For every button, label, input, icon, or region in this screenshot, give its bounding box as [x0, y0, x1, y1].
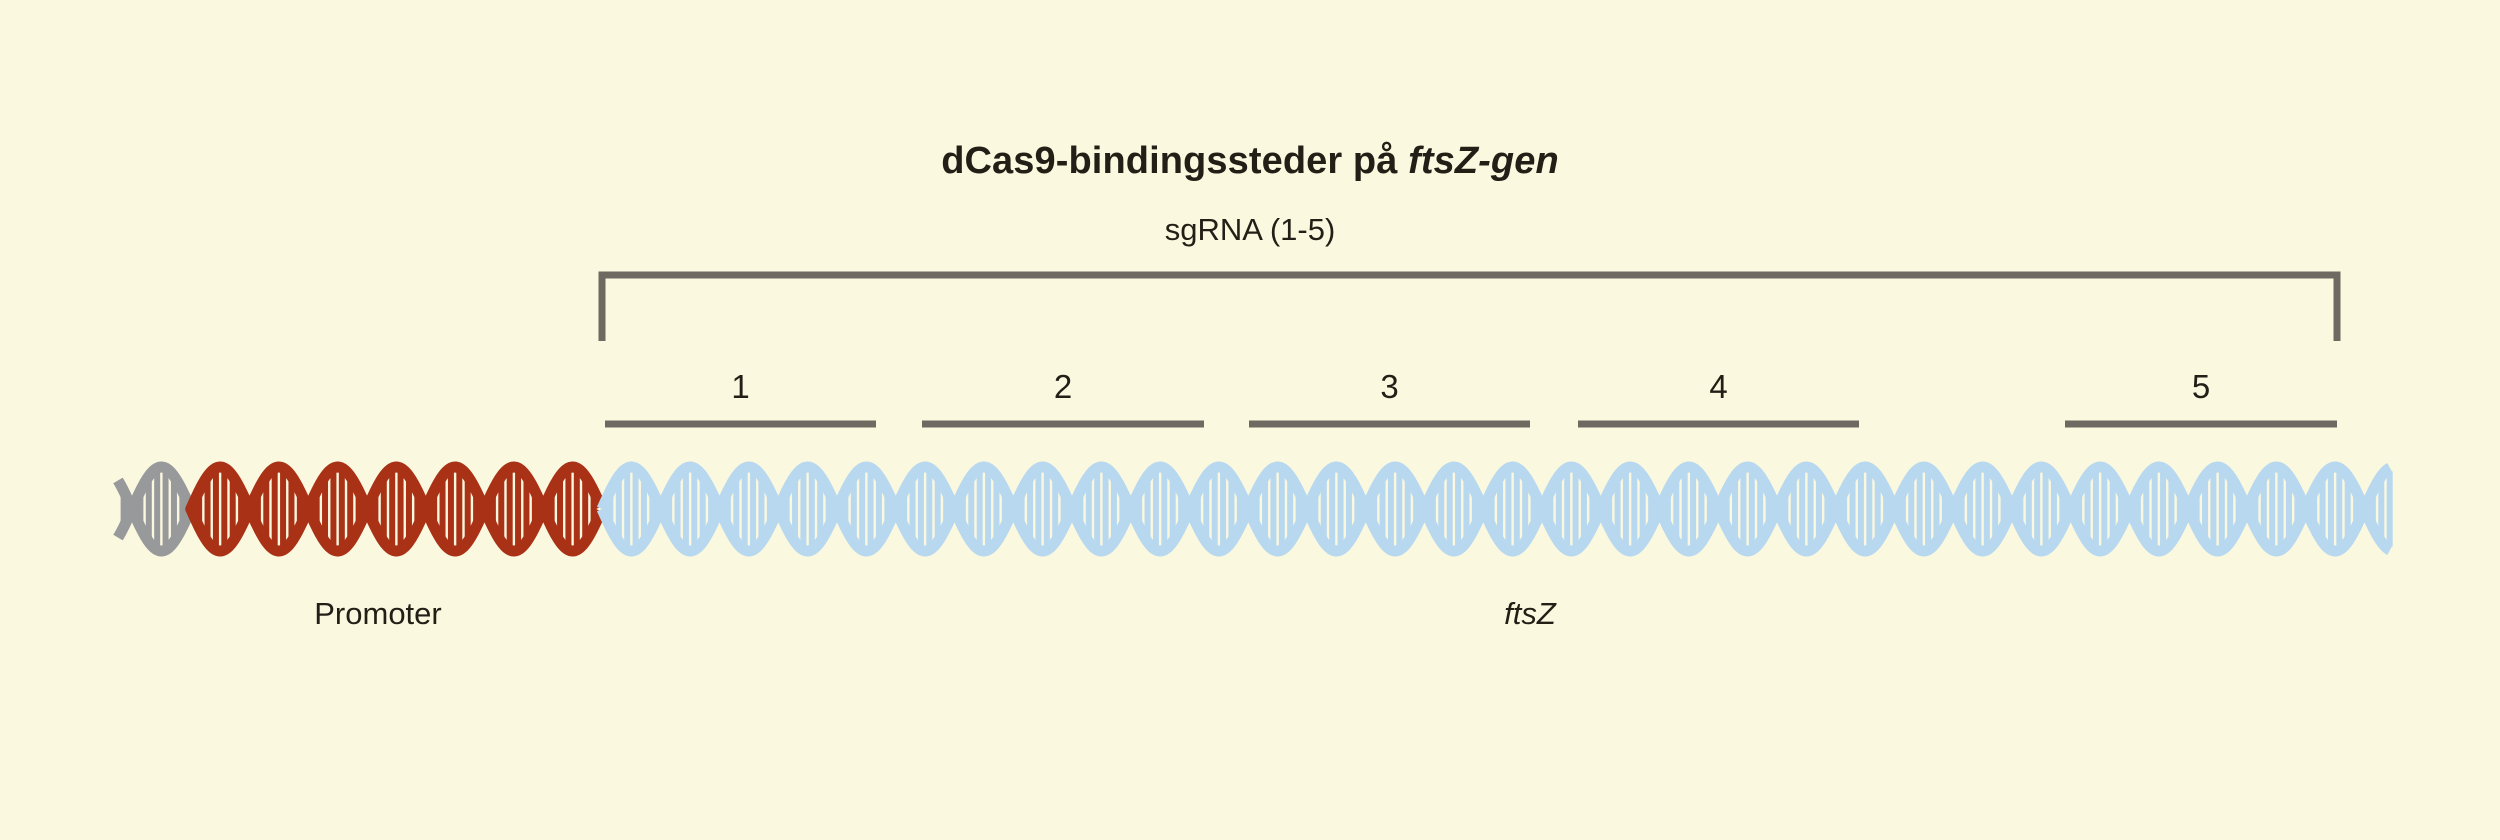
figure-title-gene: ftsZ-gen	[1408, 140, 1559, 182]
sgrna-site-label-5: 5	[2191, 368, 2211, 405]
ftsz-gene-label: ftsZ	[1504, 596, 1556, 631]
promoter-label: Promoter	[314, 596, 442, 631]
dna-segment-upstream	[113, 461, 196, 557]
sgrna-span-bracket	[598, 271, 2341, 341]
sgrna-site-label-3: 3	[1380, 368, 1399, 405]
dna-segment-promoter	[184, 461, 607, 557]
figure-title-prefix: dCas9-bindingssteder på	[941, 140, 1409, 182]
sgrna-site-label-4: 4	[1709, 368, 1728, 405]
sgrna-site-label-1: 1	[731, 368, 750, 405]
dna-double-helix	[113, 461, 2394, 557]
figure-subtitle: sgRNA (1-5)	[1164, 212, 1336, 247]
sgrna-site-label-2: 2	[1053, 368, 1073, 405]
dna-segment-ftsZ-gene	[596, 461, 2394, 557]
figure-title: dCas9-bindingssteder på ftsZ-gen	[0, 140, 2500, 183]
